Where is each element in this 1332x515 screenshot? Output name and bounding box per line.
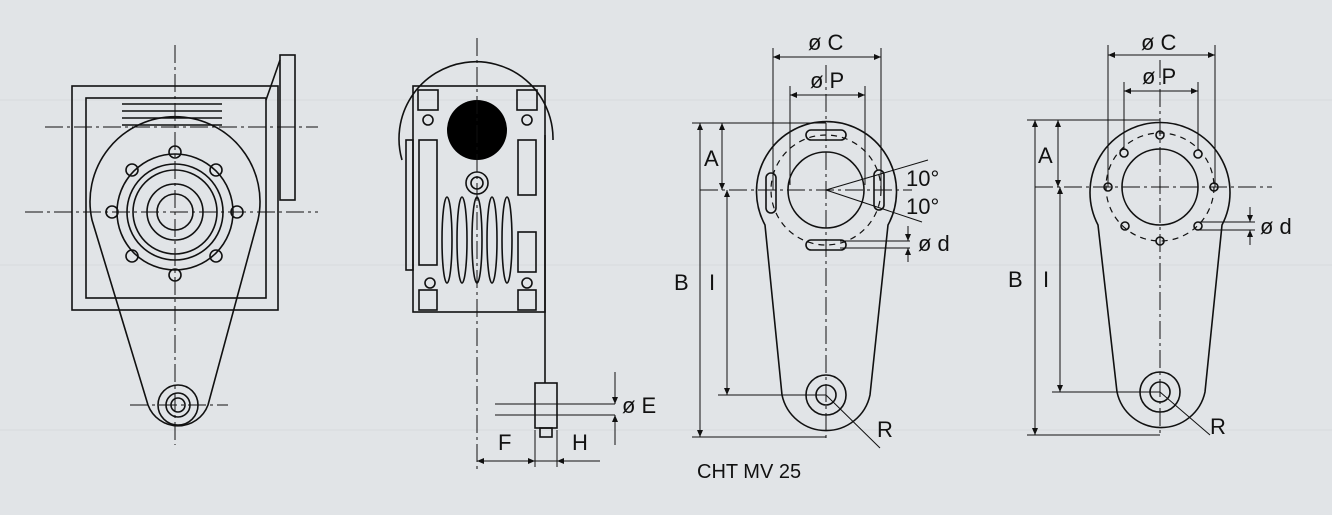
dim-a-label: A [704, 146, 719, 171]
dim-e-label: ø E [622, 393, 656, 418]
view-gearbox-side [25, 45, 318, 445]
dim-r-label: R [877, 417, 893, 442]
dim-p-label-2: ø P [1142, 64, 1176, 89]
dim-h-label: H [572, 430, 588, 455]
model-caption: CHT MV 25 [697, 461, 801, 483]
dim-d-label: ø d [918, 231, 950, 256]
dim-b-label: B [674, 270, 689, 295]
dim-b-label-2: B [1008, 267, 1023, 292]
dim-p-label: ø P [810, 68, 844, 93]
dim-i-label: I [709, 270, 715, 295]
dim-i-label-2: I [1043, 267, 1049, 292]
view-torque-arm-holes [1027, 45, 1272, 437]
view-torque-arm-slotted [692, 48, 929, 449]
angle-label-upper: 10° [906, 166, 939, 191]
dim-a-label-2: A [1038, 143, 1053, 168]
dim-c-label: ø C [808, 30, 844, 55]
dim-f-label: F [498, 430, 511, 455]
background-stripes [0, 99, 1332, 431]
dim-d-label-2: ø d [1260, 214, 1292, 239]
view-gearbox-front [398, 38, 618, 470]
dim-c-label-2: ø C [1141, 30, 1177, 55]
dim-r-label-2: R [1210, 414, 1226, 439]
angle-label-lower: 10° [906, 194, 939, 219]
